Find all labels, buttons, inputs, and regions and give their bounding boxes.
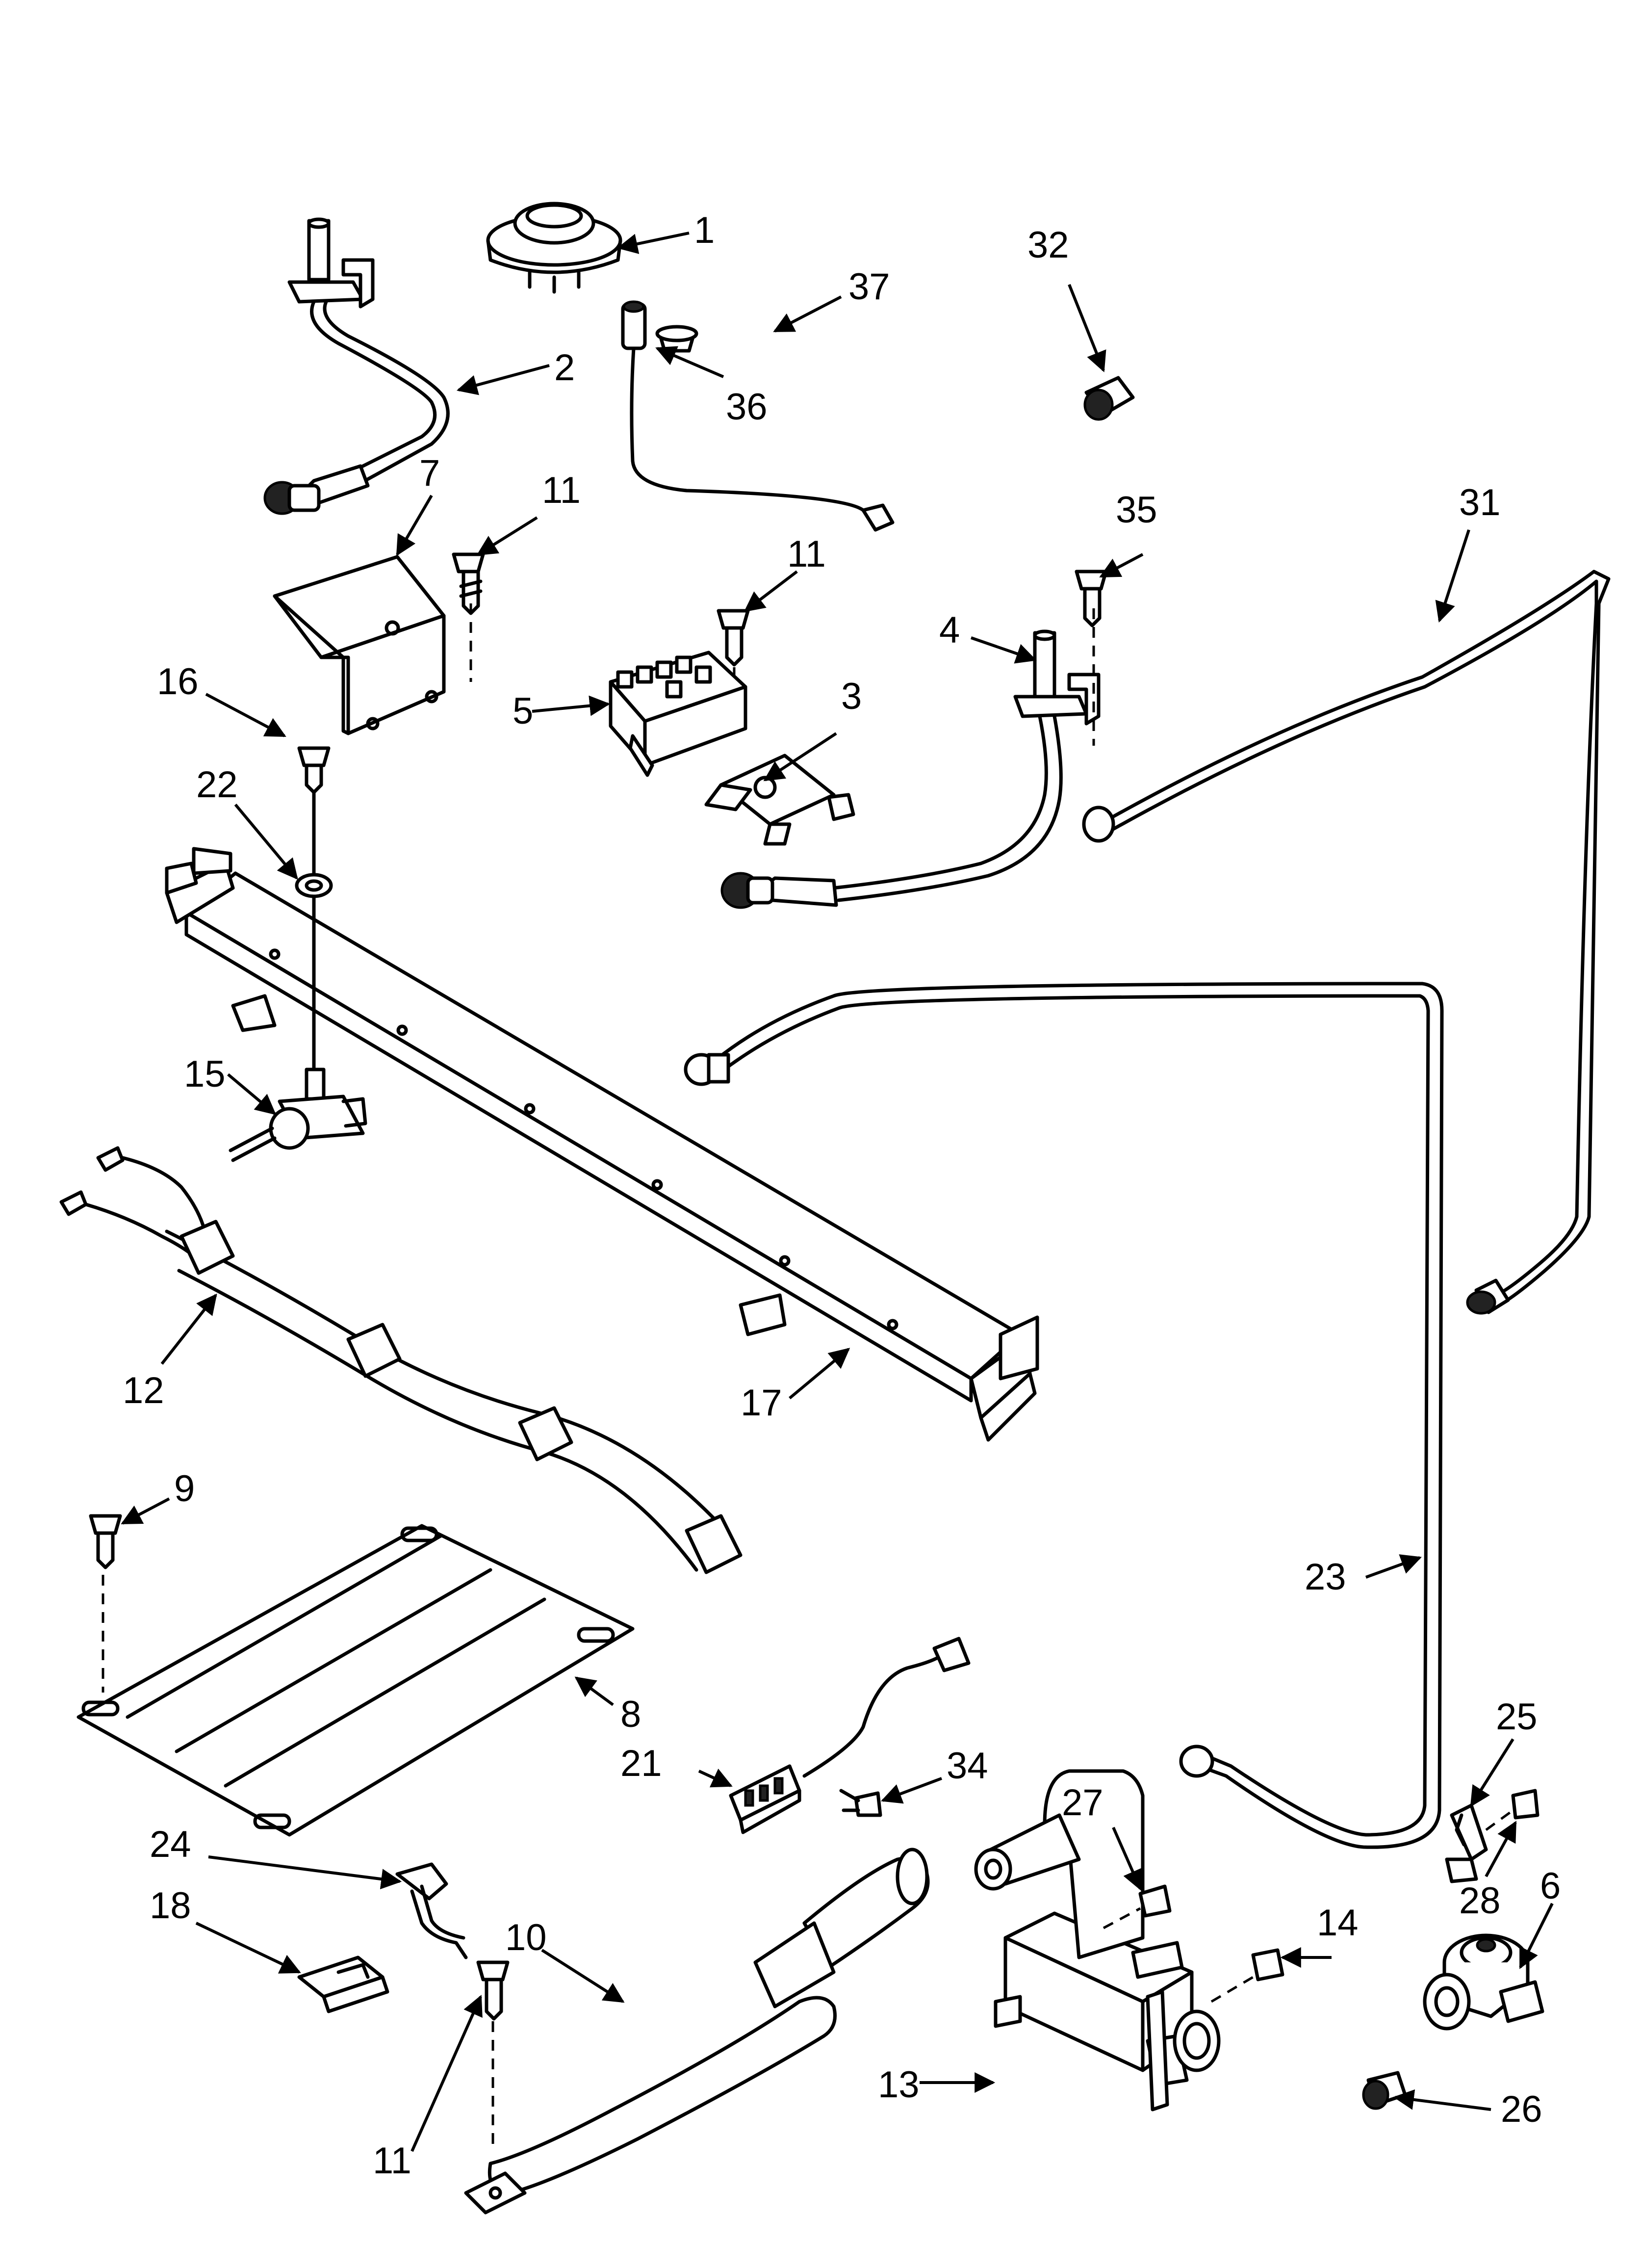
callout-3: 3 xyxy=(841,676,862,717)
screw-34 xyxy=(839,1789,882,1817)
callout-2: 2 xyxy=(554,347,575,389)
callout-28: 28 xyxy=(1459,1880,1501,1922)
callout-11-lower: 11 xyxy=(373,2140,411,2182)
pressure-regulator xyxy=(1423,1933,1544,2031)
bracket-25 xyxy=(1445,1803,1488,1883)
callout-26: 26 xyxy=(1501,2088,1542,2130)
callout-16: 16 xyxy=(157,661,199,703)
callout-5: 5 xyxy=(513,690,533,732)
gas-tube-23 xyxy=(684,982,1444,1849)
heat-shield-plate xyxy=(77,1524,635,1837)
callout-18: 18 xyxy=(150,1885,191,1927)
igniter-21 xyxy=(729,1637,971,1834)
callout-9: 9 xyxy=(174,1468,195,1510)
screw-28 xyxy=(1485,1789,1539,1831)
screw-16 xyxy=(297,746,331,1076)
screw-35 xyxy=(1075,570,1108,627)
wire-harness xyxy=(59,1146,743,1574)
bake-burner xyxy=(464,1848,930,2215)
callout-35: 35 xyxy=(1116,489,1157,531)
callout-31: 31 xyxy=(1459,482,1501,523)
callout-27: 27 xyxy=(1062,1782,1103,1824)
callout-17: 17 xyxy=(741,1382,782,1424)
screw-14 xyxy=(1210,1948,1284,2003)
callout-22: 22 xyxy=(196,764,238,806)
screw-9 xyxy=(89,1514,122,1693)
callout-12: 12 xyxy=(123,1370,164,1411)
callout-4: 4 xyxy=(939,609,960,651)
screw-27 xyxy=(1103,1884,1172,1929)
callout-1: 1 xyxy=(694,209,715,251)
top-burner-tube-right xyxy=(720,608,1101,909)
gas-tube-31 xyxy=(1082,570,1611,1315)
callout-37: 37 xyxy=(848,266,890,308)
callout-23: 23 xyxy=(1305,1556,1346,1598)
callout-8: 8 xyxy=(620,1694,641,1735)
callout-21: 21 xyxy=(620,1743,662,1784)
callout-14: 14 xyxy=(1317,1902,1359,1944)
callout-15: 15 xyxy=(184,1053,226,1095)
top-burner-tube-left xyxy=(263,217,450,515)
callout-36: 36 xyxy=(726,386,768,428)
grommet xyxy=(655,325,698,353)
clip-18 xyxy=(297,1955,389,2013)
callout-10: 10 xyxy=(505,1917,547,1958)
orifice-fitting xyxy=(1083,376,1135,421)
callout-32: 32 xyxy=(1027,224,1069,266)
oven-valve-13 xyxy=(974,1769,1221,2112)
callout-6: 6 xyxy=(1540,1865,1561,1907)
callout-24: 24 xyxy=(150,1824,191,1865)
washer-22 xyxy=(295,873,333,898)
callout-11-upper: 11 xyxy=(542,469,581,511)
callout-7: 7 xyxy=(419,452,440,494)
callout-25: 25 xyxy=(1496,1696,1538,1738)
spark-electrode xyxy=(621,300,895,532)
module-bracket xyxy=(704,754,855,846)
callout-labels: 1 2 3 4 5 6 7 8 9 10 11 11 11 12 13 14 1… xyxy=(123,209,1561,2182)
leader-lines xyxy=(121,232,1554,2152)
manifold-bar xyxy=(165,847,1039,1442)
clip-24 xyxy=(395,1862,468,1959)
valve-15 xyxy=(229,1068,367,1162)
fitting-26 xyxy=(1362,2071,1407,2110)
callout-34: 34 xyxy=(947,1745,988,1787)
shield-bracket xyxy=(273,555,472,735)
screw-11-upper xyxy=(452,552,485,615)
burner-cap xyxy=(486,202,622,294)
spark-module xyxy=(609,651,747,777)
screw-11-lower xyxy=(476,1960,510,2149)
callout-13: 13 xyxy=(878,2064,920,2106)
callout-11-center: 11 xyxy=(787,533,826,575)
